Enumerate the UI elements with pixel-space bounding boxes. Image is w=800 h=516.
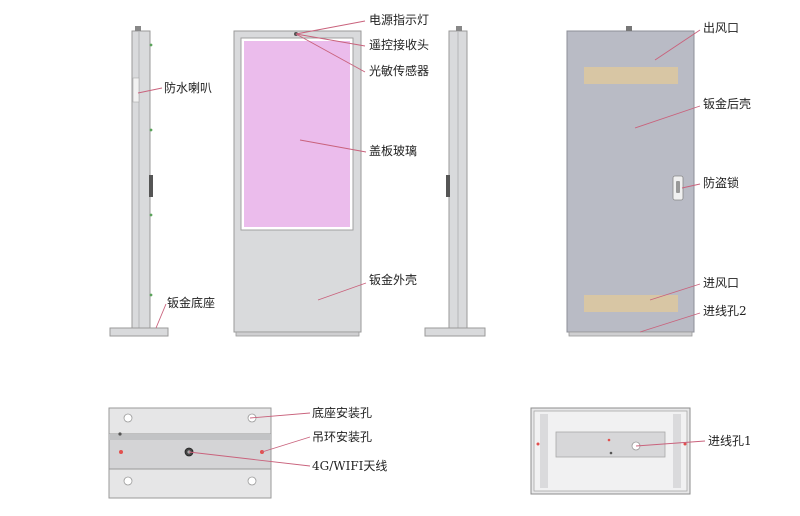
label-lifting-ring-holes: 吊环安装孔 [312,430,373,444]
label-waterproof-speaker: 防水喇叭 [164,81,213,95]
leader-lines [137,20,706,467]
side-base-right [424,327,486,337]
label-wifi-4g-antenna: 4G/WIFI天线 [312,459,388,473]
bottom-view [530,407,691,495]
side-body [131,30,151,332]
label-cable-hole-1: 进线孔1 [708,434,752,448]
air-inlet-vent [584,295,678,312]
left-side-view [109,26,169,337]
back-view [566,26,695,337]
side-handle [149,175,153,197]
label-sheet-metal-back: 钣金后壳 [703,97,752,111]
side-base [109,327,169,337]
label-sheet-metal-base: 钣金底座 [167,296,216,310]
label-anti-theft-lock: 防盗锁 [703,176,740,190]
label-cover-glass: 盖板玻璃 [369,144,418,158]
label-air-inlet: 进风口 [703,276,740,290]
air-outlet-vent [584,67,678,84]
front-view [233,30,362,337]
side-handle-right [446,175,450,197]
label-light-sensor: 光敏传感器 [369,64,430,78]
label-sheet-metal-shell: 钣金外壳 [369,273,418,287]
cover-glass-screen [244,41,350,227]
label-cable-hole-2: 进线孔2 [703,304,747,318]
base-top-view [108,407,272,499]
label-remote-receiver: 遥控接收头 [369,38,430,52]
right-side-view [424,26,486,337]
label-base-mount-holes: 底座安装孔 [312,406,373,420]
label-air-outlet: 出风口 [703,21,740,35]
label-power-indicator: 电源指示灯 [369,13,430,27]
speaker-grille [132,77,140,103]
